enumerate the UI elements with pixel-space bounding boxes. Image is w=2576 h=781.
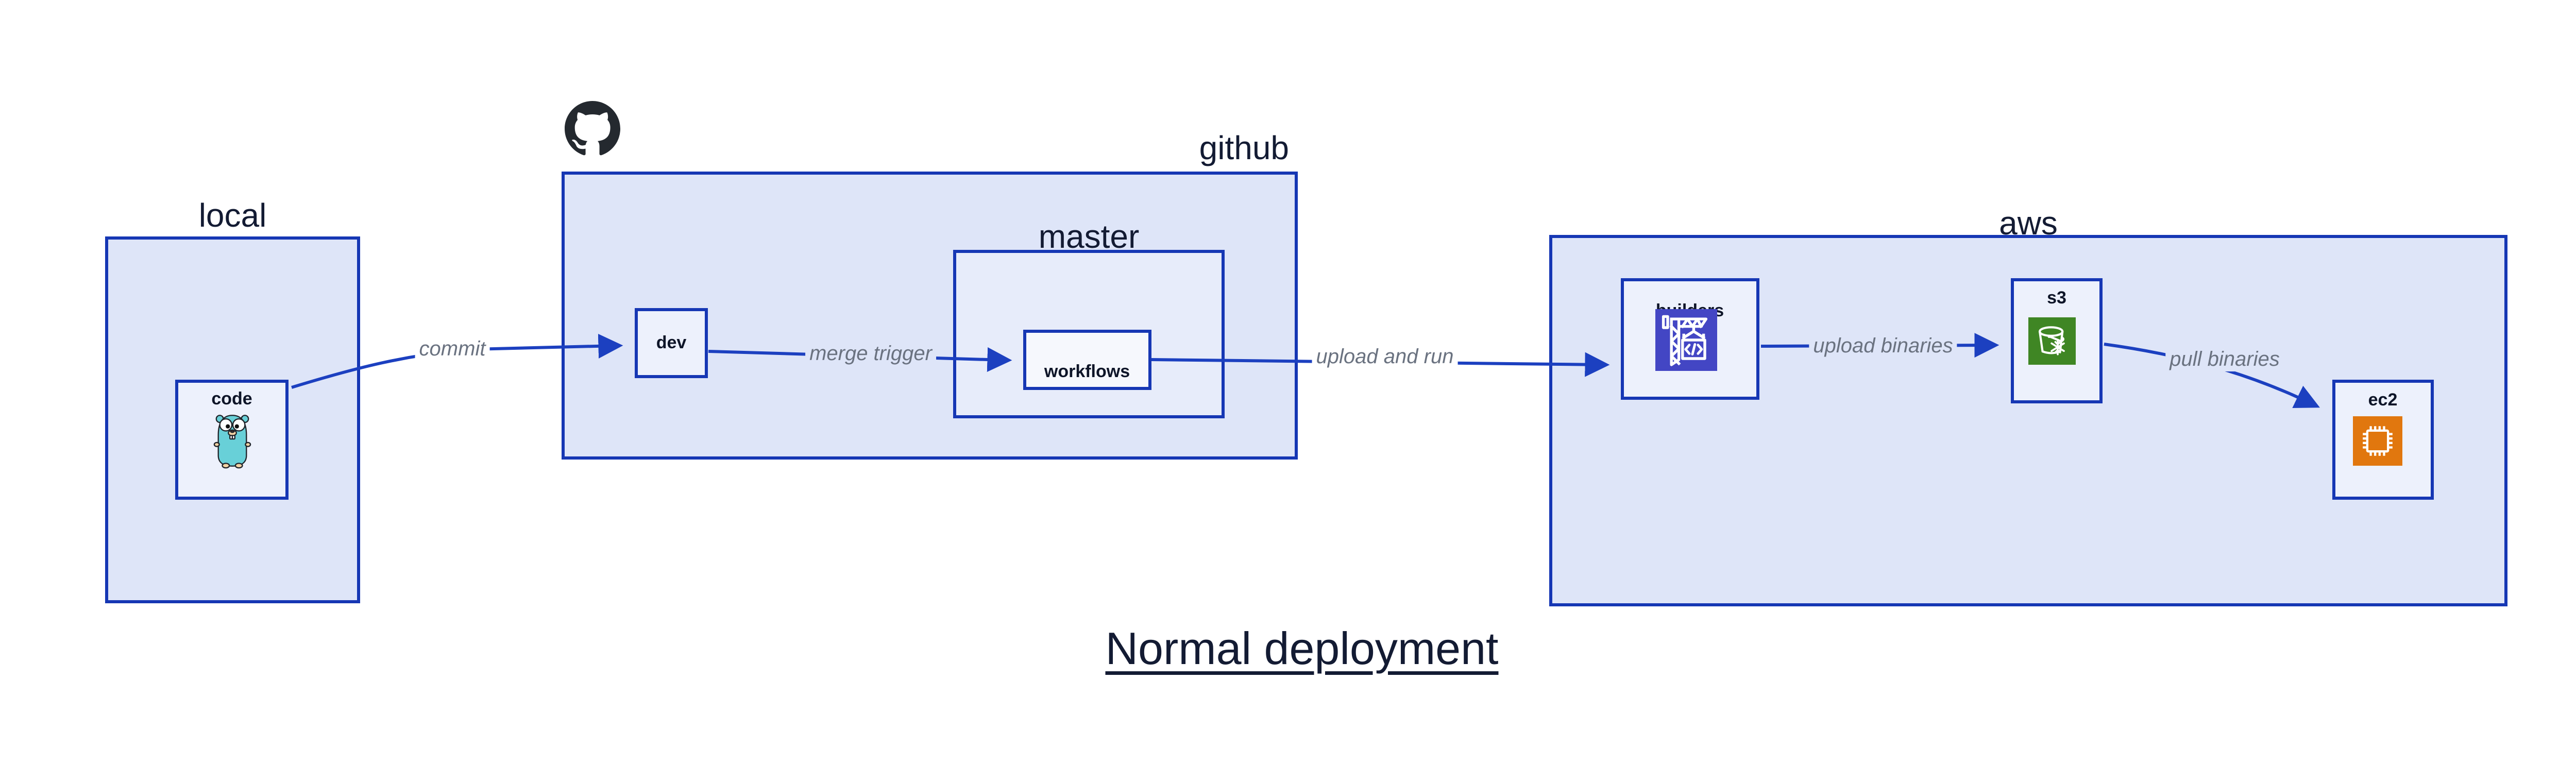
codebuild-crane-icon (1655, 309, 1717, 371)
diagram-title: Normal deployment (1105, 623, 1499, 674)
edge-label-upload-and-run: upload and run (1312, 344, 1458, 369)
aws-container-label: aws (1999, 205, 2058, 242)
ec2-chip-icon (2353, 416, 2402, 466)
s3-glacier-bucket-icon (2028, 317, 2076, 365)
dev-node-label: dev (656, 333, 687, 352)
github-octocat-icon (565, 101, 620, 157)
github-container-label: github (1199, 129, 1289, 166)
workflows-node (1023, 330, 1151, 390)
edge-label-merge-trigger: merge trigger (805, 341, 936, 366)
workflows-node-label: workflows (1044, 362, 1130, 381)
master-container-label: master (1038, 218, 1140, 255)
edge-label-commit: commit (415, 336, 490, 361)
ec2-node-label: ec2 (2368, 390, 2398, 410)
dev-node (635, 308, 708, 378)
edge-label-pull-binaries: pull binaries (2165, 347, 2284, 371)
s3-node-label: s3 (2047, 288, 2066, 308)
builders-node (1621, 278, 1759, 400)
local-container-label: local (198, 197, 267, 234)
edge-label-upload-binaries: upload binaries (1809, 333, 1957, 358)
go-gopher-icon (212, 412, 252, 469)
code-node-label: code (211, 389, 252, 409)
